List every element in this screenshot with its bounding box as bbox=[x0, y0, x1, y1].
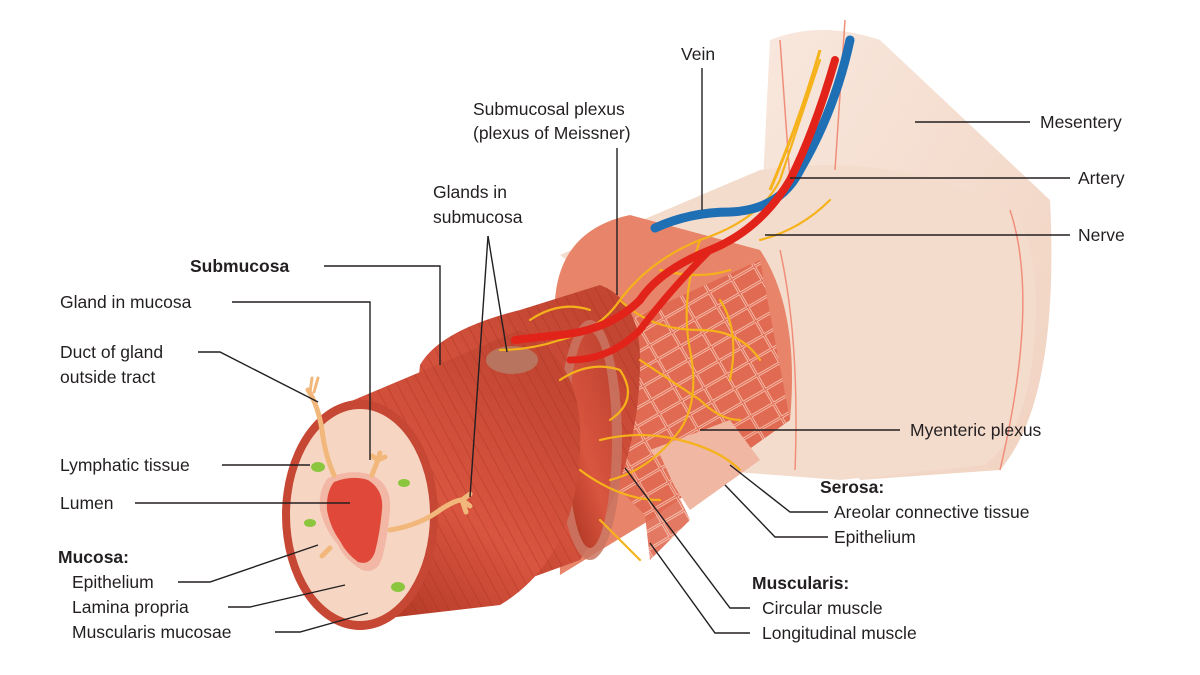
label-submucosa: Submucosa bbox=[190, 256, 289, 276]
label-lumen: Lumen bbox=[60, 493, 114, 513]
label-muscularis-mucosae: Muscularis mucosae bbox=[72, 622, 232, 642]
label-glands-in-submucosa: Glands in bbox=[433, 182, 507, 202]
label-gland-in-mucosa: Gland in mucosa bbox=[60, 292, 192, 312]
label-submucosal-plexus-alt: (plexus of Meissner) bbox=[473, 123, 631, 143]
label-circular-muscle: Circular muscle bbox=[762, 598, 883, 618]
nerve-network bbox=[498, 58, 832, 562]
label-myenteric-plexus: Myenteric plexus bbox=[910, 420, 1042, 440]
label-vein: Vein bbox=[681, 44, 715, 64]
artery-vessel bbox=[511, 56, 839, 344]
mucosal-gland bbox=[369, 450, 388, 478]
lymphatic-nodule bbox=[311, 462, 325, 472]
label-muscularis: Muscularis: bbox=[752, 573, 849, 593]
label-mucosa: Mucosa: bbox=[58, 547, 129, 567]
label-serosa: Serosa: bbox=[820, 477, 884, 497]
lymphatic-nodule bbox=[391, 582, 405, 592]
label-epithelium-serosa: Epithelium bbox=[834, 527, 916, 547]
label-lymphatic-tissue: Lymphatic tissue bbox=[60, 455, 190, 475]
label-duct-of-gland: Duct of gland bbox=[60, 342, 163, 362]
nerve-trunk bbox=[768, 49, 822, 191]
label-areolar-connective-tissue: Areolar connective tissue bbox=[834, 502, 1030, 522]
leader-lines bbox=[135, 68, 1070, 634]
lymphatic-nodule bbox=[304, 519, 316, 527]
label-mesentery: Mesentery bbox=[1040, 112, 1122, 132]
label-submucosal-plexus: Submucosal plexus bbox=[473, 99, 625, 119]
mucosal-gland bbox=[319, 545, 333, 559]
label-lamina-propria: Lamina propria bbox=[72, 597, 189, 617]
artery-branch bbox=[566, 246, 714, 364]
label-epithelium-mucosa: Epithelium bbox=[72, 572, 154, 592]
label-artery: Artery bbox=[1078, 168, 1125, 188]
lymphatic-nodule bbox=[398, 479, 410, 487]
cross-section bbox=[282, 376, 473, 630]
label-longitudinal-muscle: Longitudinal muscle bbox=[762, 623, 917, 643]
lumen bbox=[326, 477, 383, 563]
label-nerve: Nerve bbox=[1078, 225, 1125, 245]
label-glands-in-submucosa-2: submucosa bbox=[433, 207, 523, 227]
submucosal-gland-duct bbox=[387, 491, 473, 533]
label-duct-of-gland-2: outside tract bbox=[60, 367, 155, 387]
